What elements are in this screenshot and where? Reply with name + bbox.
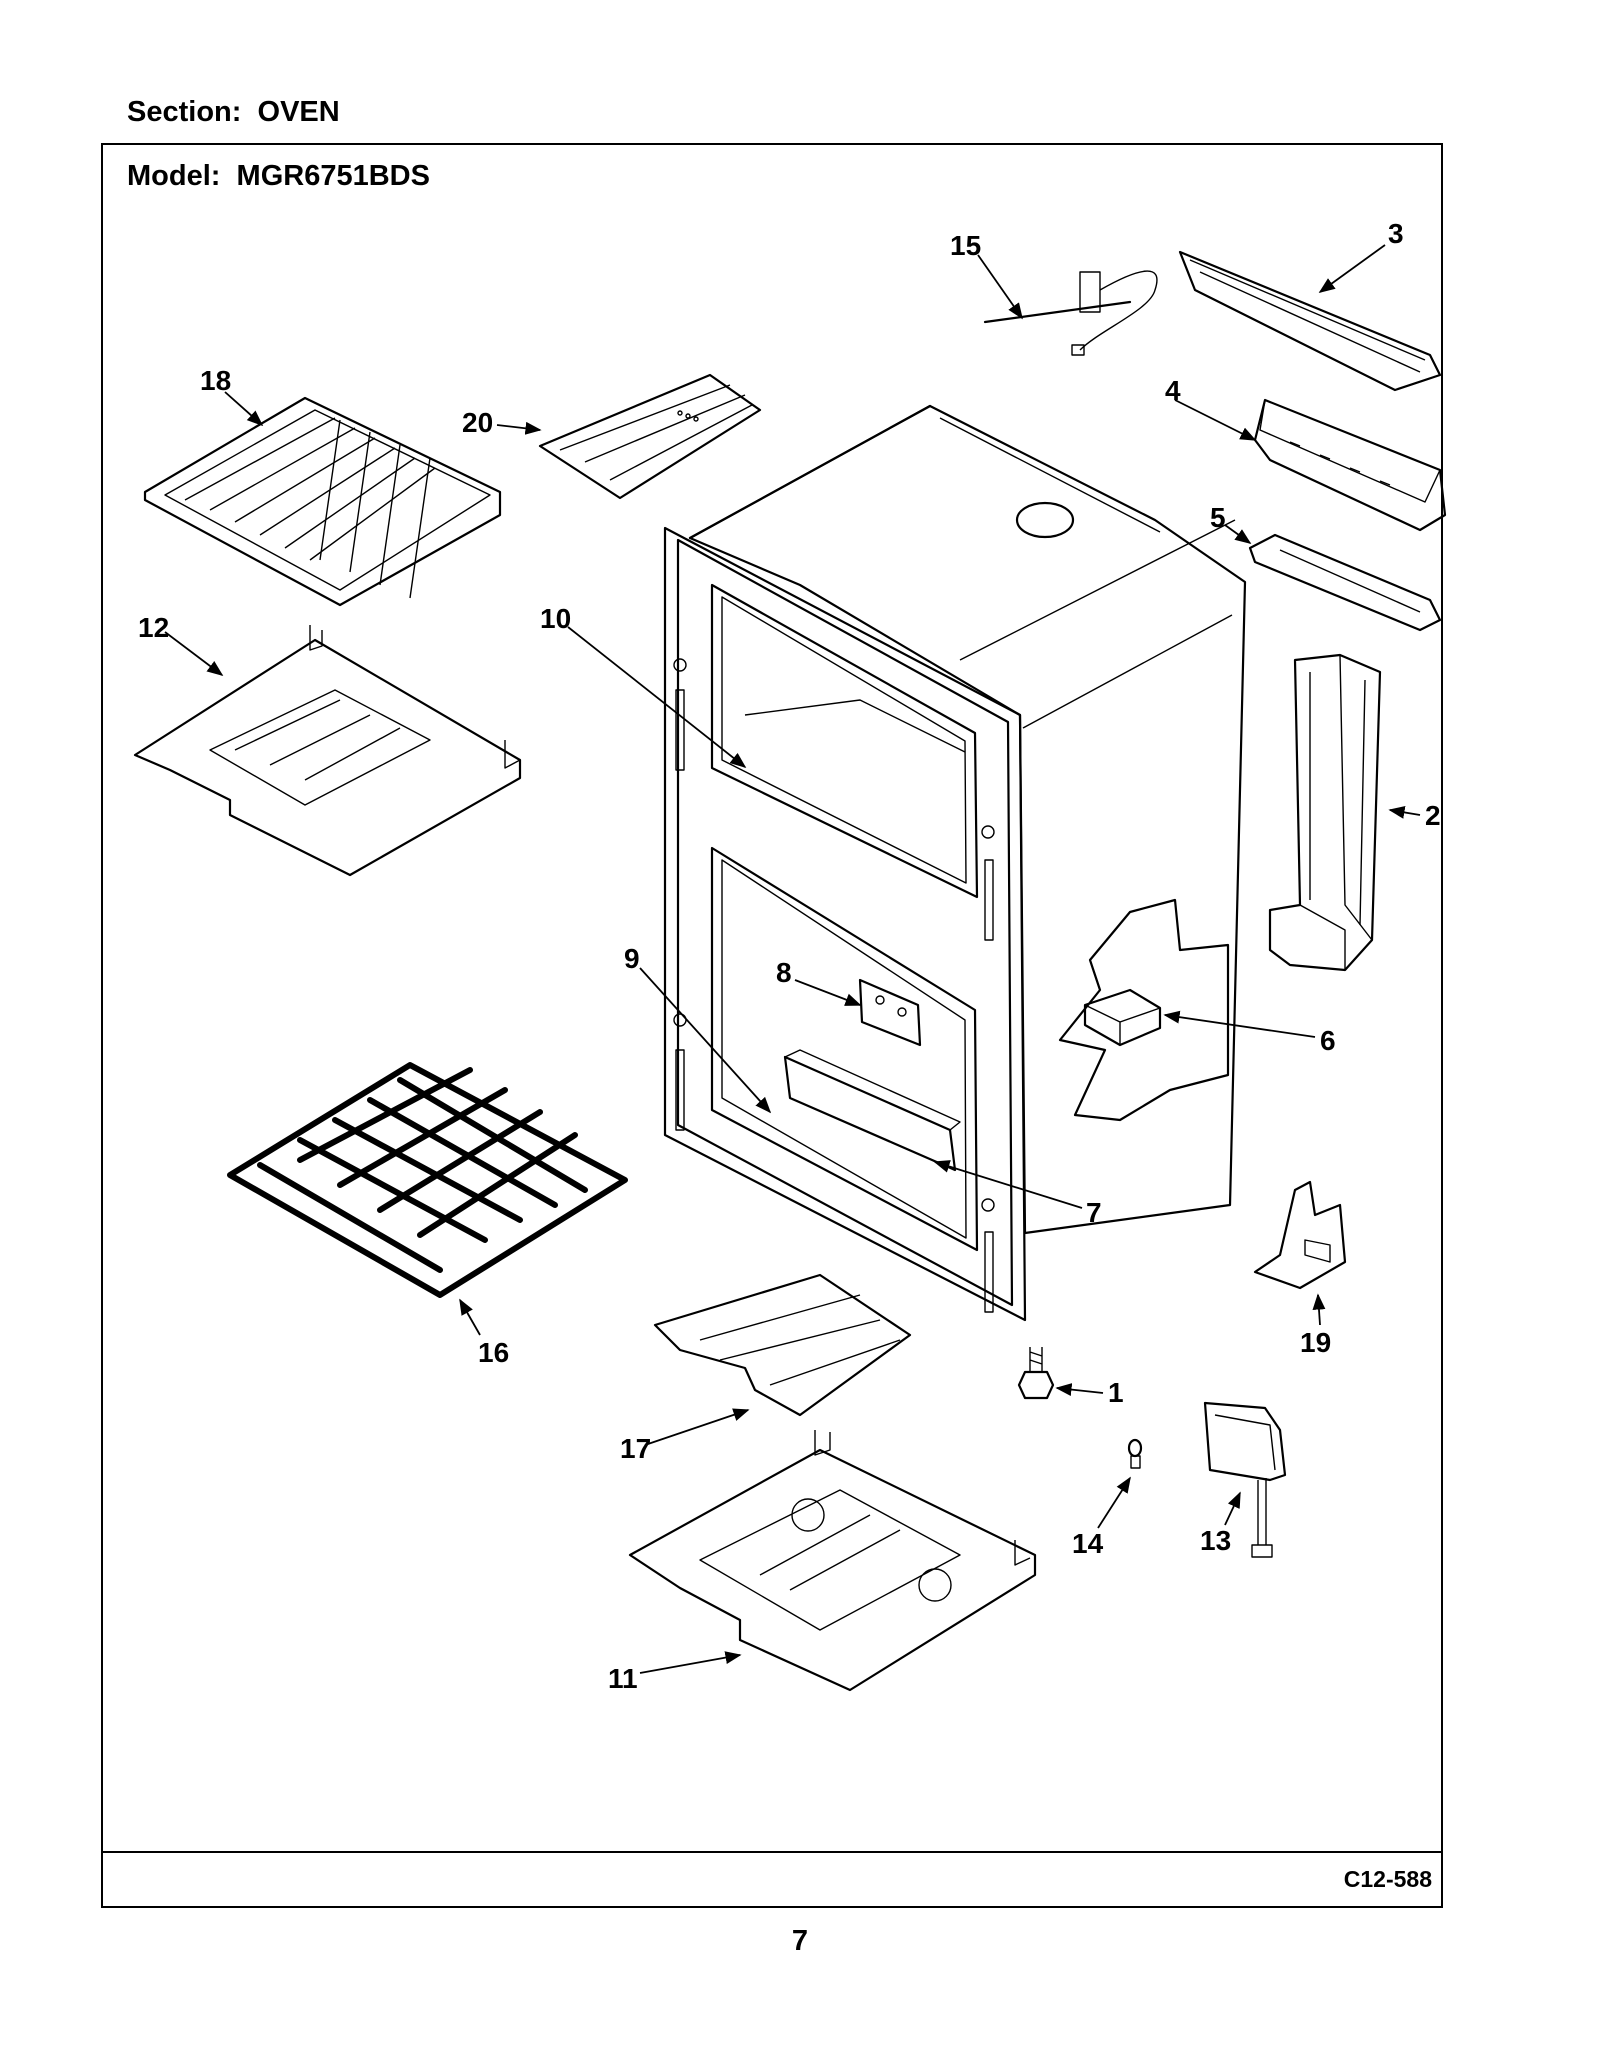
model-title: Model: MGR6751BDS	[127, 160, 430, 192]
part-number-9: 9	[624, 943, 640, 974]
broil-pan-rack-shape	[143, 396, 502, 607]
leveling-leg-shape	[1017, 1347, 1055, 1400]
burner-support-shape	[783, 1049, 961, 1172]
part-number-12: 12	[138, 612, 169, 643]
top-vent-trim-shape	[1178, 250, 1442, 392]
diagram-code: C12-588	[1343, 1866, 1432, 1892]
part-number-4: 4	[1165, 375, 1181, 406]
footer-divider	[101, 1851, 1443, 1853]
part-number-10: 10	[540, 603, 571, 634]
part-number-11: 11	[608, 1663, 638, 1694]
part-number-16: 16	[478, 1337, 509, 1368]
ignitor-shape	[1203, 1401, 1287, 1558]
broil-pan-insert-shape	[538, 373, 762, 500]
baffle-shape	[653, 1273, 912, 1417]
part-number-7: 7	[1086, 1197, 1102, 1228]
part-number-18: 18	[200, 365, 231, 396]
part-number-14: 14	[1072, 1528, 1104, 1559]
part-numbers: 1 2 3 4 5 6 7 8 9 10 11 12 13 14 15 16 1…	[138, 218, 1441, 1694]
part-number-13: 13	[1200, 1525, 1231, 1556]
lamp-bulb-shape	[1127, 1438, 1143, 1469]
vent-bracket-shape	[1248, 533, 1442, 632]
side-vent-duct-shape	[1268, 653, 1382, 972]
anti-tip-bracket-shape	[1253, 1180, 1347, 1290]
upper-oven-bottom-shape	[133, 625, 522, 877]
part-number-1: 1	[1108, 1377, 1124, 1408]
part-number-3: 3	[1388, 218, 1404, 249]
part-number-19: 19	[1300, 1327, 1331, 1358]
oven-cavity-body	[663, 404, 1247, 1322]
insulation-bracket-shape	[1083, 988, 1162, 1047]
part-number-8: 8	[776, 957, 792, 988]
part-number-17: 17	[620, 1433, 651, 1464]
part-number-6: 6	[1320, 1025, 1336, 1056]
part-number-5: 5	[1210, 502, 1226, 533]
leader-lines	[164, 244, 1421, 1674]
sensor-probe-shape	[983, 270, 1158, 356]
section-title: Section: OVEN	[127, 96, 340, 128]
page-number: 7	[791, 1925, 809, 1957]
lower-oven-bottom-shape	[628, 1430, 1037, 1692]
part-number-15: 15	[950, 230, 981, 261]
ignitor-bracket-shape	[858, 978, 922, 1047]
part-number-2: 2	[1425, 800, 1441, 831]
oven-rack-shape	[227, 1062, 628, 1298]
diagram-frame	[101, 143, 1443, 1908]
vent-channel-shape	[1253, 398, 1447, 532]
part-number-20: 20	[462, 407, 493, 438]
